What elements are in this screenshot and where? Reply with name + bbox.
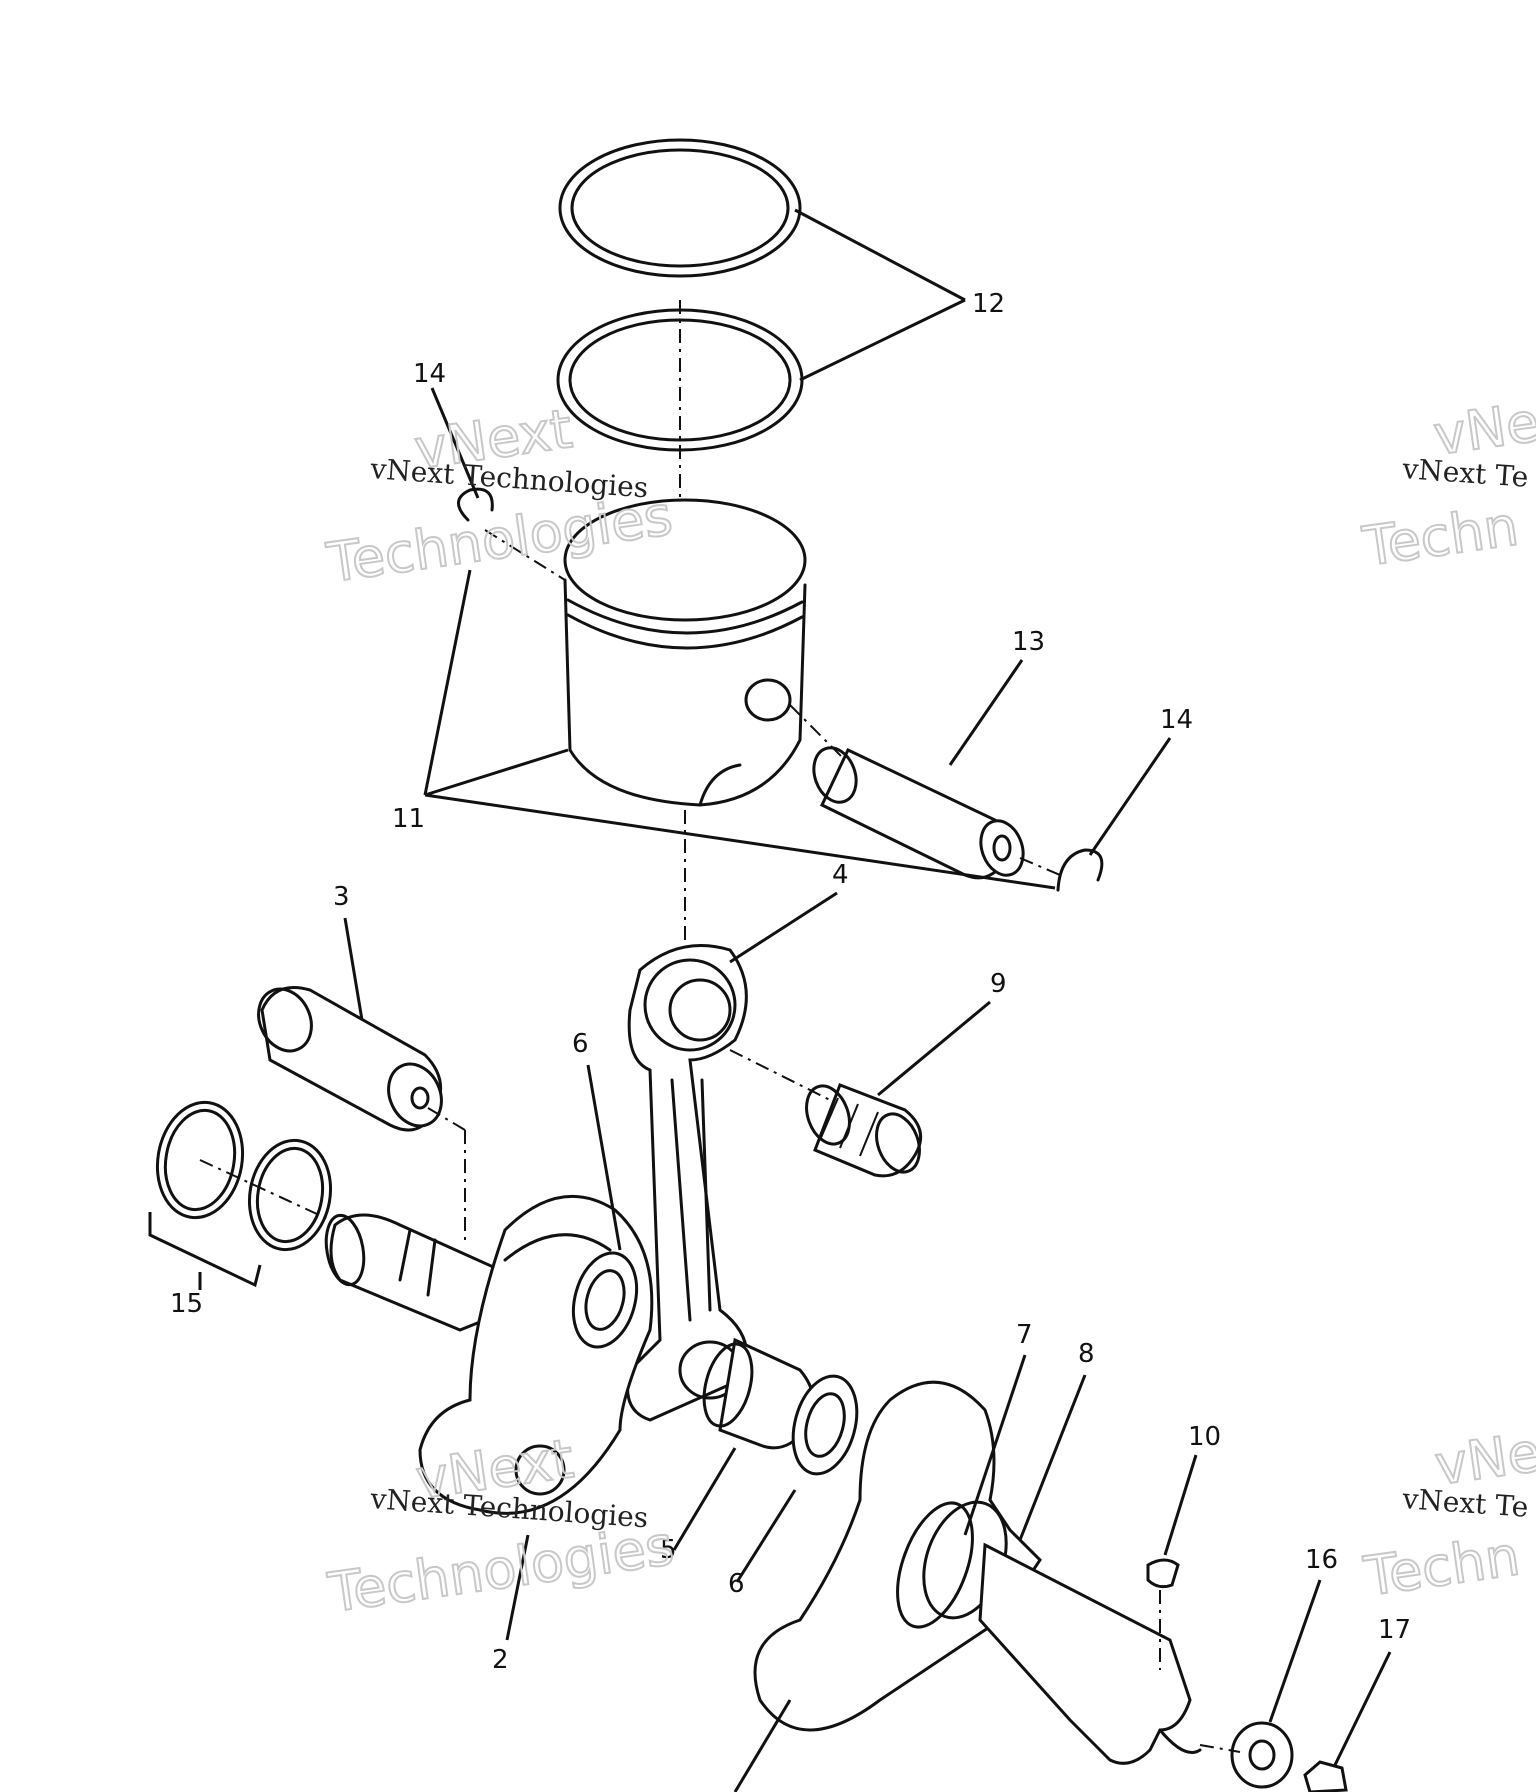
svg-text:Techn: Techn [1359, 494, 1522, 578]
needle-bearing [805, 1083, 923, 1178]
callout-piston-pin: 13 [1012, 627, 1045, 657]
woodruff-key [1146, 1558, 1180, 1589]
callout-crank-pin: 3 [333, 882, 350, 912]
svg-text:vNe: vNe [1430, 390, 1536, 467]
callout-woodruff-key: 10 [1188, 1422, 1221, 1452]
callout-thrust-washer-upper: 6 [572, 1029, 589, 1059]
pin-axis-clip [1019, 857, 1061, 876]
callout-circlip-right: 14 [1160, 705, 1193, 735]
thrust-washer-right [791, 1374, 859, 1476]
callout-nut: 17 [1378, 1615, 1411, 1645]
pin-axis-left [484, 529, 566, 581]
pin-axis-right [789, 704, 846, 761]
bearing-axis [729, 1049, 831, 1101]
piston-ring-upper [558, 138, 802, 278]
nut [1303, 1760, 1348, 1792]
callout-main-bearing: 5 [660, 1535, 677, 1565]
callout-crank-bearing: 7 [1016, 1320, 1033, 1350]
seal-axis [199, 1159, 331, 1221]
connecting-rod [626, 944, 749, 1422]
callout-crankshaft: 2 [492, 1645, 509, 1675]
callout-connecting-rod: 4 [832, 860, 849, 890]
callout-thrust-washer-lower: 6 [728, 1569, 745, 1599]
leader-lines [148, 208, 1392, 1792]
shaft-axis [1199, 1744, 1241, 1753]
watermark-text-lower-right: vNext Te [1401, 1482, 1530, 1524]
crankshaft-right [753, 1380, 1202, 1765]
svg-text:vNe: vNe [1431, 1420, 1536, 1497]
crank-pin [257, 986, 443, 1132]
circlip-right [1056, 848, 1104, 892]
callout-washer: 16 [1305, 1545, 1338, 1575]
washer [1230, 1721, 1294, 1789]
callout-bearing-race: 8 [1078, 1339, 1095, 1369]
watermark-text-upper-right: vNext Te [1401, 452, 1530, 494]
thrust-washer-left [571, 1251, 639, 1349]
callout-oil-seals: 15 [170, 1289, 203, 1319]
circlip-left [457, 487, 494, 522]
callout-piston-rings: 12 [972, 289, 1005, 319]
oil-seal-pair [155, 1100, 333, 1252]
callout-circlip-left: 14 [413, 359, 446, 389]
callout-piston: 11 [392, 804, 425, 834]
svg-text:Techn: Techn [1360, 1524, 1523, 1608]
piston [563, 498, 807, 807]
callout-needle-bearing: 9 [990, 969, 1007, 999]
crankpin-axis [427, 1107, 466, 1131]
